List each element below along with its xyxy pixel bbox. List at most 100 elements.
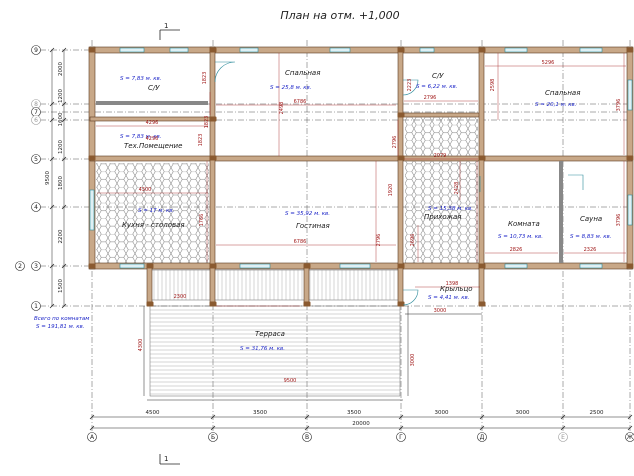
room-hall-name: Прихожая — [424, 213, 462, 221]
axis-bubble — [87, 432, 97, 442]
room-bed1-area: S = 25,8 м. кв. — [270, 85, 312, 91]
inner-dim-label: 2598 — [490, 79, 496, 92]
inner-dim-label: 1766 — [199, 214, 205, 227]
inner-dim-label: 4296 — [146, 120, 159, 126]
axis-label: 3 — [34, 263, 38, 270]
left-dim-label: 2000 — [58, 62, 64, 76]
bottom-dim-label: 4500 — [146, 410, 160, 416]
inner-dim-label: 4300 — [138, 339, 144, 352]
inner-dim-label: 1398 — [446, 281, 459, 287]
axis-label: 4 — [34, 204, 38, 211]
axis-bubble — [208, 432, 218, 442]
inner-dim-label: 1823 — [202, 72, 208, 85]
inner-dim-label: 1823 — [204, 116, 210, 129]
room-sauna-name: Сауна — [580, 215, 602, 223]
axis-bubble — [31, 301, 41, 311]
room-su2-name: С/У — [432, 72, 444, 80]
windows — [89, 47, 633, 269]
inner-dim-label: 2326 — [584, 247, 597, 253]
inner-dim-label: 1920 — [388, 184, 394, 197]
axis-label: Б — [211, 434, 215, 441]
inner-dim-label: 6786 — [294, 239, 307, 245]
inner-dim-label: 2796 — [392, 136, 398, 149]
room-kitchen-area: S = 17 м. кв. — [138, 208, 175, 214]
bottom-dim-label: 2500 — [590, 410, 604, 416]
axis-label: 6 — [34, 117, 38, 124]
axis-label: Г — [399, 434, 403, 441]
axis-bubble — [302, 432, 312, 442]
axis-label: 5 — [34, 156, 38, 163]
axis-label: Ж — [627, 434, 634, 441]
axis-bubble — [558, 432, 568, 442]
fixtures — [96, 101, 563, 263]
inner-dim-label: 2826 — [510, 247, 523, 253]
room-hall-area: S = 15,38 м. кв. — [428, 206, 473, 212]
inner-dim-label: 9500 — [284, 378, 297, 384]
room-porch-area: S = 4,41 м. кв. — [428, 295, 470, 301]
room-room-name: Комната — [508, 220, 540, 228]
inner-dim-label: 2079 — [434, 153, 447, 159]
plan-title: План на отм. +1,000 — [280, 9, 399, 22]
axis-bubble — [31, 261, 41, 271]
room-tech-area: S = 7,83 м. кв. — [120, 134, 162, 140]
inner-dim-label: 3796 — [616, 99, 622, 112]
room-kitchen-name: Кухня - столовая — [122, 221, 185, 229]
axis-bubble — [31, 202, 41, 212]
axis-bubble — [31, 45, 41, 55]
section-mark-top: 1 — [159, 22, 180, 40]
axis-bubble — [15, 261, 25, 271]
axis-label: 9 — [34, 47, 38, 54]
axis-label: Е — [561, 434, 565, 441]
left-dim-label: 1500 — [58, 279, 64, 293]
left-dim-label: 2200 — [58, 229, 64, 243]
tiled-floors — [96, 116, 478, 263]
inner-dim-label: 2223 — [407, 79, 413, 92]
inner-dim-label: 2428 — [454, 182, 460, 195]
inner-dim-label: 3000 — [410, 354, 416, 367]
axis-label: 7 — [34, 109, 38, 116]
room-room-area: S = 10,73 м. кв. — [498, 234, 543, 240]
inner-dimension-lines — [96, 53, 626, 307]
left-dim-label: 1200 — [58, 140, 64, 154]
room-porch-name: Крыльцо — [440, 285, 473, 293]
inner-dim-label: 1823 — [198, 134, 204, 147]
axis-label: 2 — [18, 263, 22, 270]
doors — [214, 61, 584, 306]
axis-bubble — [31, 115, 41, 125]
inner-dim-label: 4300 — [139, 187, 152, 193]
axis-label: В — [305, 434, 309, 441]
room-tech-name: Тех.Помещение — [124, 142, 182, 150]
room-terrace-area: S = 31,76 м. кв. — [240, 346, 285, 352]
axis-bubble — [625, 432, 634, 442]
left-dim-label: 1200 — [58, 89, 64, 103]
room-su2-area: S = 6,22 м. кв. — [416, 84, 458, 90]
left-dim-label: 1800 — [58, 176, 64, 190]
bottom-dim-label: 3000 — [435, 410, 449, 416]
inner-dim-label: 2300 — [174, 294, 187, 300]
inner-dim-label: 6786 — [294, 99, 307, 105]
bottom-total-label: 20000 — [352, 421, 370, 427]
axis-bubble — [477, 432, 487, 442]
room-su1-name: С/У — [148, 84, 160, 92]
bottom-dim-label: 3500 — [253, 410, 267, 416]
room-living-area: S = 35,92 м. кв. — [285, 211, 330, 217]
room-living-name: Гостиная — [296, 222, 330, 230]
section-mark-label-bottom: 1 — [164, 455, 168, 463]
inner-dim-label: 5296 — [542, 60, 555, 66]
section-mark-label-top: 1 — [164, 22, 168, 30]
inner-dim-label: 2796 — [424, 95, 437, 101]
inner-dim-label: 2498 — [279, 102, 285, 115]
inner-dim-label: 4296 — [146, 136, 159, 142]
total-value: S = 191,81 м. кв. — [36, 324, 85, 330]
room-sauna-area: S = 8,83 м. кв. — [570, 234, 612, 240]
inner-dim-label: 3000 — [434, 308, 447, 314]
room-terrace-name: Терраса — [255, 330, 285, 338]
inner-dim-label: 3796 — [616, 214, 622, 227]
axis-bubble — [396, 432, 406, 442]
axis-bubble — [31, 154, 41, 164]
axis-label: А — [90, 434, 95, 441]
total-label: Всего по комнатам — [34, 316, 89, 322]
inner-dim-label: 2796 — [376, 234, 382, 247]
bottom-dim-label: 3500 — [347, 410, 361, 416]
